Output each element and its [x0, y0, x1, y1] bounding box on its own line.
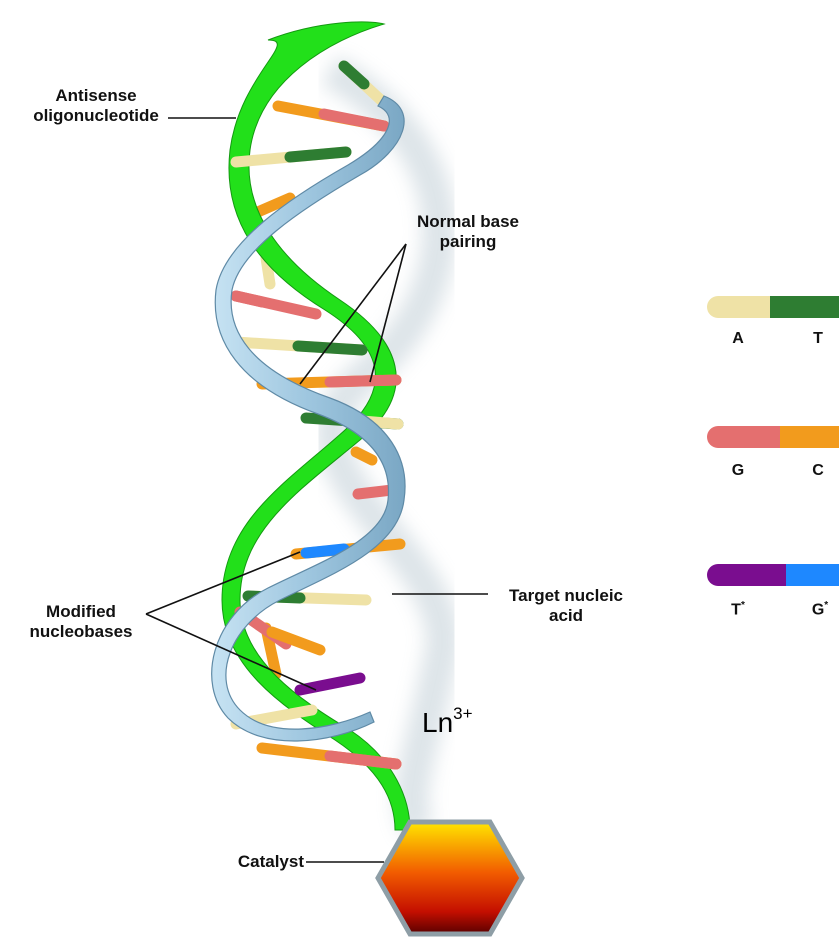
normal-base-pairing-label: Normal base pairing	[398, 212, 538, 252]
normal-label-line2: pairing	[398, 232, 538, 252]
antisense-label-line1: Antisense	[26, 86, 166, 106]
modified-label-line1: Modified	[16, 602, 146, 622]
antisense-label-line2: oligonucleotide	[26, 106, 166, 126]
legend-label-g: G	[718, 462, 758, 480]
lanthanide-ion-label: Ln3+	[422, 704, 473, 739]
antisense-label: Antisense oligonucleotide	[26, 86, 166, 126]
legend-label-t-modified: T*	[718, 600, 758, 619]
catalyst-label-text: Catalyst	[238, 852, 304, 871]
ion-charge: 3+	[453, 704, 472, 723]
legend-label-g-modified-mark: *	[824, 600, 828, 611]
target-nucleic-acid-label: Target nucleic acid	[496, 586, 636, 626]
target-label-line1: Target nucleic	[496, 586, 636, 606]
catalyst-label: Catalyst	[214, 852, 304, 872]
target-label-line2: acid	[496, 606, 636, 626]
legend-label-g-modified-letter: G	[812, 601, 824, 618]
ion-symbol: Ln	[422, 707, 453, 738]
normal-label-line1: Normal base	[398, 212, 538, 232]
legend-label-a: A	[718, 330, 758, 348]
legend-label-t-modified-mark: *	[741, 600, 745, 611]
legend-label-t: T	[798, 330, 838, 348]
modified-label-line2: nucleobases	[16, 622, 146, 642]
catalyst-hexagon	[378, 822, 522, 934]
legend-label-c: C	[798, 462, 838, 480]
modified-nucleobases-label: Modified nucleobases	[16, 602, 146, 642]
legend-label-t-modified-letter: T	[731, 601, 741, 618]
legend-label-g-modified: G*	[800, 600, 839, 619]
